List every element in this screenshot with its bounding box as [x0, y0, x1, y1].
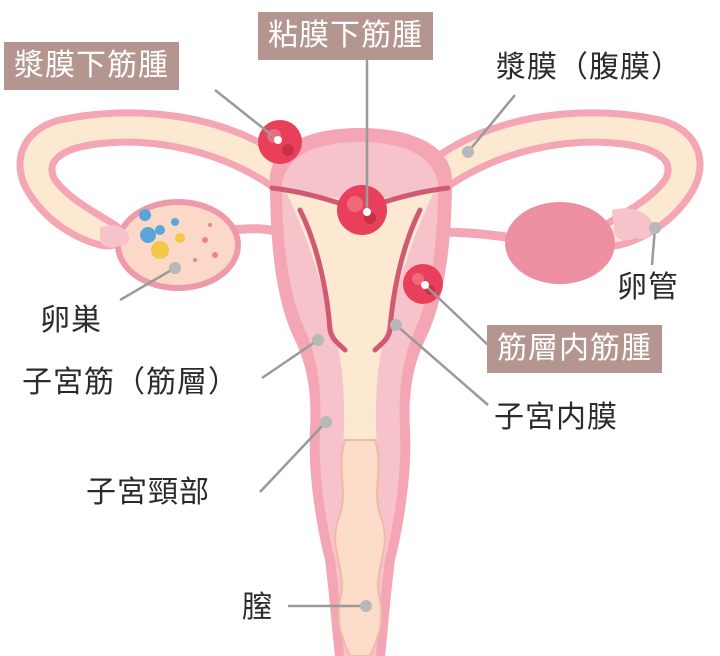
vaginal-canal [334, 439, 386, 656]
serosa-label: 漿膜（腹膜） [496, 50, 682, 85]
myometrium-label: 子宮筋（筋層） [22, 365, 239, 400]
right-ovary [505, 202, 615, 284]
right-fimbriae [612, 208, 653, 241]
pointer-dots [169, 146, 661, 612]
fibroid-pointer-dots [274, 136, 429, 289]
endometrium-label: 子宮内膜 [494, 400, 618, 435]
submucosal-fibroid [337, 185, 387, 235]
intramural-fibroid-tag: 筋層内筋腫 [487, 325, 662, 373]
uterine-cavity [285, 190, 435, 656]
vagina-label: 膣 [242, 590, 273, 625]
left-ovary [115, 199, 241, 291]
subserosal-fibroid-tag: 漿膜下筋腫 [4, 42, 179, 90]
fallopian-tube-label: 卵管 [617, 270, 679, 305]
cervix-label: 子宮頸部 [86, 475, 210, 510]
submucosal-fibroid-tag: 粘膜下筋腫 [258, 12, 433, 60]
left-fimbriae [100, 225, 130, 248]
ovary-label: 卵巣 [40, 303, 102, 338]
pointer-lines [119, 60, 657, 608]
